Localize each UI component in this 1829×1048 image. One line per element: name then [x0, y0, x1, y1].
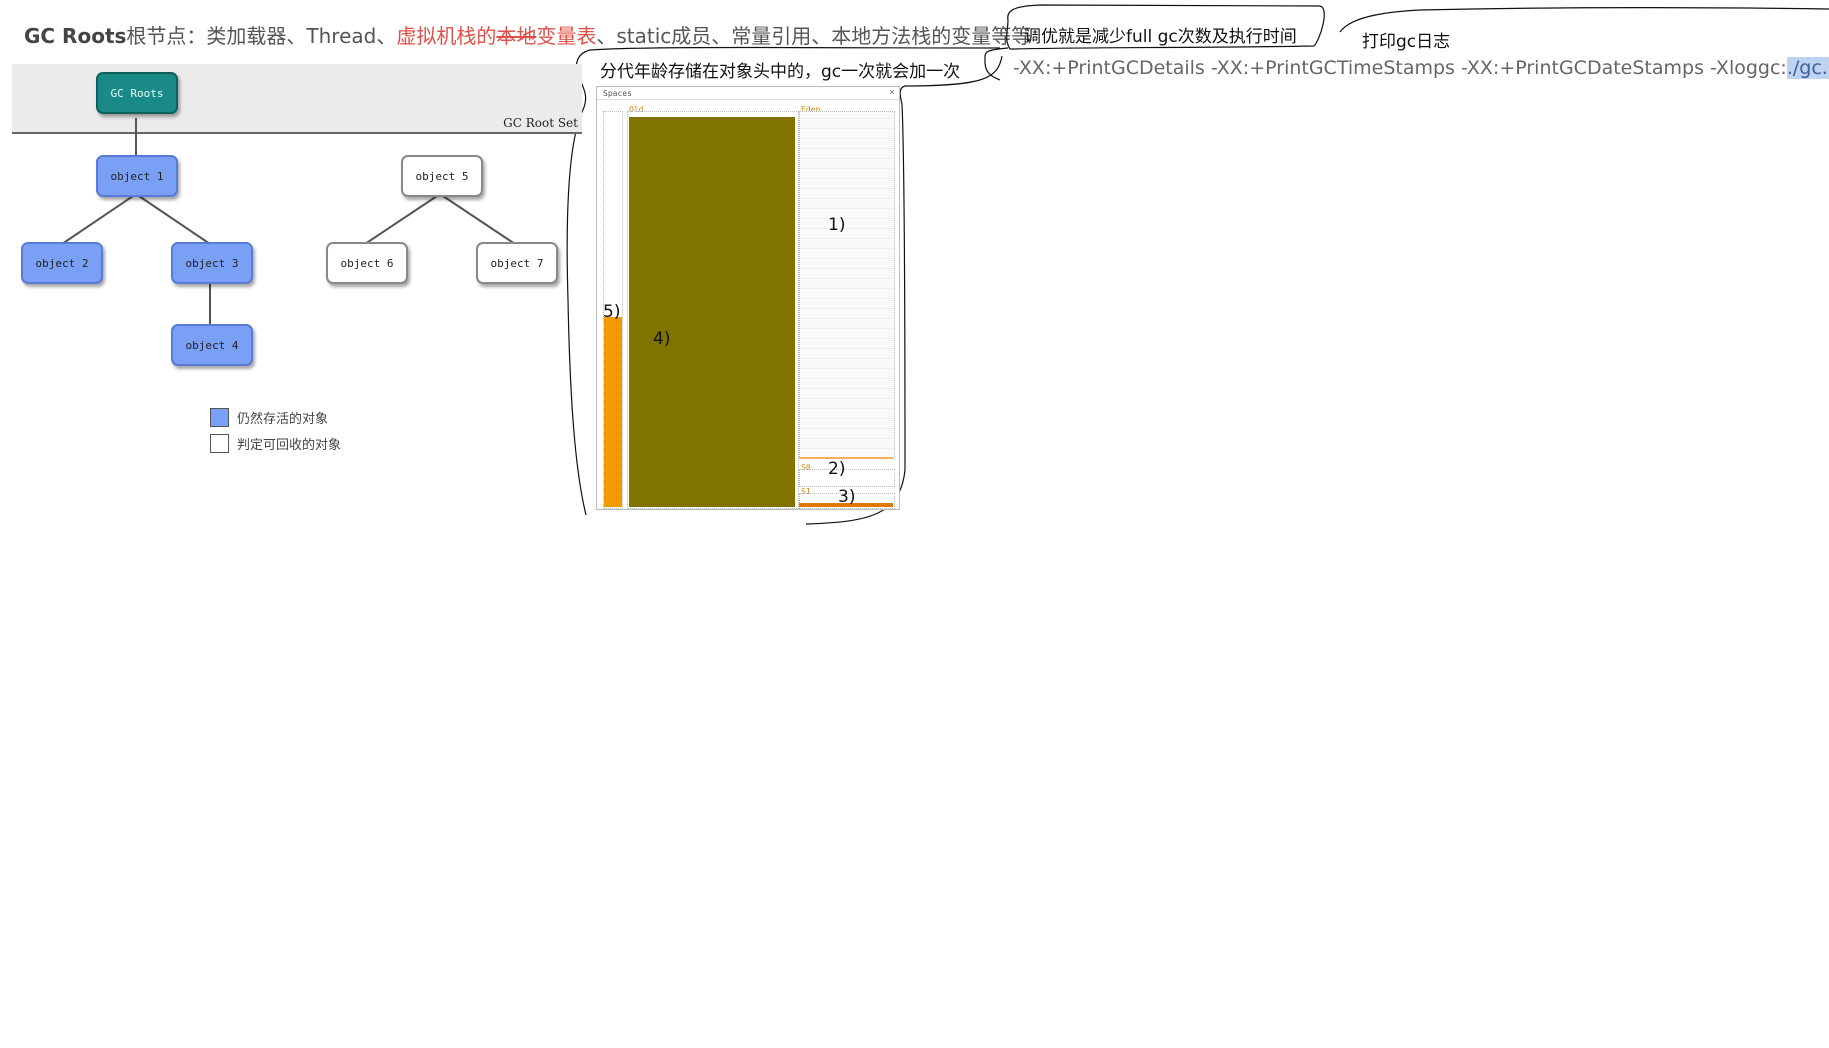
legend-alive: 仍然存活的对象: [210, 408, 328, 427]
print-gc-note: 打印gc日志: [1362, 32, 1451, 52]
legend-collectable-label: 判定可回收的对象: [237, 438, 342, 453]
eden-frame: [799, 111, 895, 459]
jvm-gc-log-flags: -XX:+PrintGCDetails -XX:+PrintGCTimeStam…: [1013, 57, 1829, 79]
object-3-node: object 3: [171, 242, 253, 284]
s1-label: S1: [801, 487, 811, 496]
annotation-1: 1): [828, 215, 846, 235]
gc-root-set-label: GC Root Set: [503, 116, 578, 130]
annotation-4: 4): [653, 329, 671, 349]
old-frame: [627, 111, 799, 509]
gc-roots-term: GC Roots: [24, 24, 127, 48]
old-fill: [629, 117, 795, 507]
gc-roots-node: GC Roots: [96, 72, 178, 114]
object-1-node: object 1: [96, 155, 178, 197]
old-label: Old: [629, 105, 644, 114]
object-2-node: object 2: [21, 242, 103, 284]
object-6-node: object 6: [326, 242, 408, 284]
tree-edges: [61, 118, 516, 326]
spaces-title: Spaces: [603, 89, 632, 98]
roots-list-red: 虚拟机栈的: [396, 24, 497, 48]
gc-log-path[interactable]: ./gc.log: [1786, 57, 1829, 79]
object-7-node: object 7: [476, 242, 558, 284]
s1-fill: [799, 503, 893, 507]
object-5-node: object 5: [401, 155, 483, 197]
alive-swatch: [210, 408, 229, 427]
roots-list-part2: 、static成员、常量引用、本地方法栈的变量等等: [596, 24, 1032, 48]
legend-collectable: 判定可回收的对象: [210, 434, 341, 453]
annotation-3: 3): [838, 487, 856, 507]
roots-list-strike: 本地: [496, 24, 537, 48]
eden-fill-line: [799, 457, 893, 459]
spaces-panel: Spaces × Old Eden S0 S1: [596, 86, 900, 510]
gc-roots-diagram: GC Root Set GC Roots object 1 object 2 o…: [12, 64, 582, 464]
s0-label: S0: [801, 463, 811, 472]
eden-label: Eden: [801, 105, 821, 114]
perm-frame: [603, 111, 623, 509]
collectable-swatch: [210, 434, 229, 453]
spaces-close-icon[interactable]: ×: [888, 87, 895, 98]
s1-frame: [799, 493, 895, 509]
object-4-node: object 4: [171, 324, 253, 366]
jvm-flags-text: -XX:+PrintGCDetails -XX:+PrintGCTimeStam…: [1013, 57, 1787, 79]
legend-alive-label: 仍然存活的对象: [237, 412, 329, 427]
roots-list-red-after: 变量表: [536, 24, 597, 48]
gc-roots-description: GC Roots根节点：类加载器、Thread、虚拟机栈的本地变量表、stati…: [24, 20, 1031, 49]
perm-fill: [604, 317, 622, 507]
tuning-note: 调优就是减少full gc次数及执行时间: [1024, 27, 1297, 47]
s0-frame: [799, 469, 895, 487]
age-note: 分代年龄存储在对象头中的，gc一次就会加一次: [600, 62, 961, 82]
roots-list-part1: 根节点：类加载器、Thread、: [126, 24, 397, 48]
annotation-2: 2): [828, 459, 846, 479]
annotation-5: 5): [603, 302, 621, 322]
